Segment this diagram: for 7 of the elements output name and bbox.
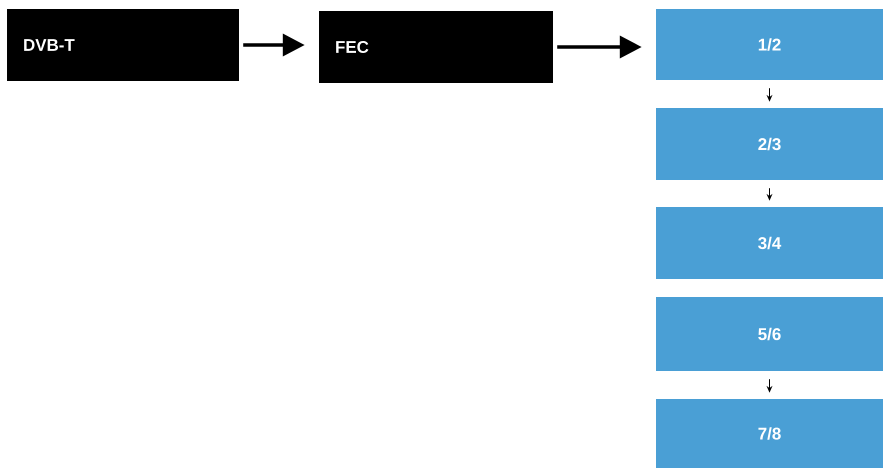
rate-box: 1/2 xyxy=(656,9,883,80)
rate-box: 2/3 xyxy=(656,108,883,180)
label-box: DVB-T xyxy=(7,9,239,81)
rate-box: 7/8 xyxy=(656,399,883,468)
rate-box: 3/4 xyxy=(656,207,883,279)
label-box: FEC xyxy=(319,11,553,83)
rate-box: 5/6 xyxy=(656,297,883,371)
